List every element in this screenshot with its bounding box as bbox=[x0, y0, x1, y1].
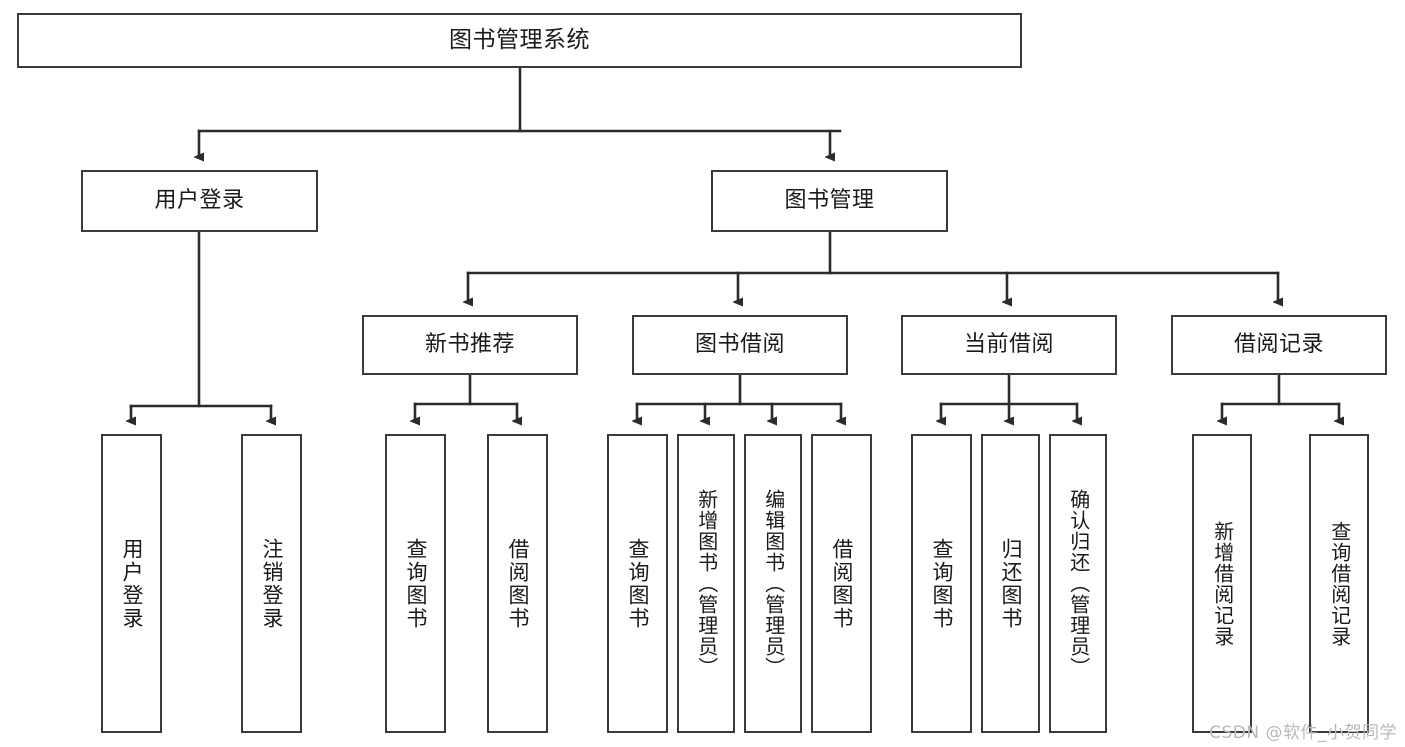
node-label: 借阅图书 bbox=[829, 537, 854, 630]
node-label: 借阅图书 bbox=[505, 537, 530, 630]
leaf-borrow-borrow-book[interactable]: 借阅图书 bbox=[811, 434, 872, 733]
node-label: 新增借阅记录 bbox=[1210, 520, 1235, 647]
node-label: 查询借阅记录 bbox=[1327, 520, 1352, 647]
node-borrow-record[interactable]: 借阅记录 bbox=[1171, 315, 1387, 375]
leaf-record-query-borrow-record[interactable]: 查询借阅记录 bbox=[1309, 434, 1369, 733]
node-user-login[interactable]: 用户登录 bbox=[81, 170, 318, 232]
leaf-borrow-query-book[interactable]: 查询图书 bbox=[607, 434, 668, 733]
leaf-current-confirm-return-admin[interactable]: 确认归还（管理员） bbox=[1049, 434, 1107, 733]
node-label: 查询图书 bbox=[403, 537, 428, 630]
node-label: 编辑图书（管理员） bbox=[761, 489, 786, 678]
leaf-record-add-borrow-record[interactable]: 新增借阅记录 bbox=[1192, 434, 1252, 733]
node-label: 当前借阅 bbox=[963, 331, 1054, 357]
node-root-book-management-system[interactable]: 图书管理系统 bbox=[17, 13, 1022, 68]
csdn-watermark: CSDN @软件_小贺同学 bbox=[1209, 723, 1397, 743]
node-label: 查询图书 bbox=[929, 537, 954, 630]
leaf-borrow-edit-book-admin[interactable]: 编辑图书（管理员） bbox=[744, 434, 802, 733]
node-label: 查询图书 bbox=[625, 537, 650, 630]
node-label: 借阅记录 bbox=[1233, 331, 1324, 357]
node-label: 新书推荐 bbox=[424, 331, 515, 357]
node-new-book-recommend[interactable]: 新书推荐 bbox=[362, 315, 578, 375]
node-label: 图书借阅 bbox=[694, 331, 785, 357]
node-label: 归还图书 bbox=[998, 537, 1023, 630]
node-label: 注销登录 bbox=[259, 537, 284, 630]
node-label: 确认归还（管理员） bbox=[1066, 489, 1091, 678]
leaf-user-login-logout[interactable]: 注销登录 bbox=[241, 434, 302, 733]
node-book-borrow[interactable]: 图书借阅 bbox=[632, 315, 848, 375]
node-label: 图书管理 bbox=[784, 187, 875, 213]
leaf-recommend-query-book[interactable]: 查询图书 bbox=[385, 434, 446, 733]
leaf-current-return-book[interactable]: 归还图书 bbox=[981, 434, 1040, 733]
node-label: 新增图书（管理员） bbox=[694, 489, 719, 678]
leaf-user-login-login[interactable]: 用户登录 bbox=[101, 434, 162, 733]
leaf-current-query-book[interactable]: 查询图书 bbox=[911, 434, 972, 733]
leaf-borrow-add-book-admin[interactable]: 新增图书（管理员） bbox=[677, 434, 735, 733]
node-label: 图书管理系统 bbox=[449, 26, 590, 53]
node-book-management[interactable]: 图书管理 bbox=[711, 170, 948, 232]
node-label: 用户登录 bbox=[119, 537, 144, 630]
leaf-recommend-borrow-book[interactable]: 借阅图书 bbox=[487, 434, 548, 733]
node-label: 用户登录 bbox=[154, 187, 245, 213]
node-current-borrow[interactable]: 当前借阅 bbox=[901, 315, 1117, 375]
